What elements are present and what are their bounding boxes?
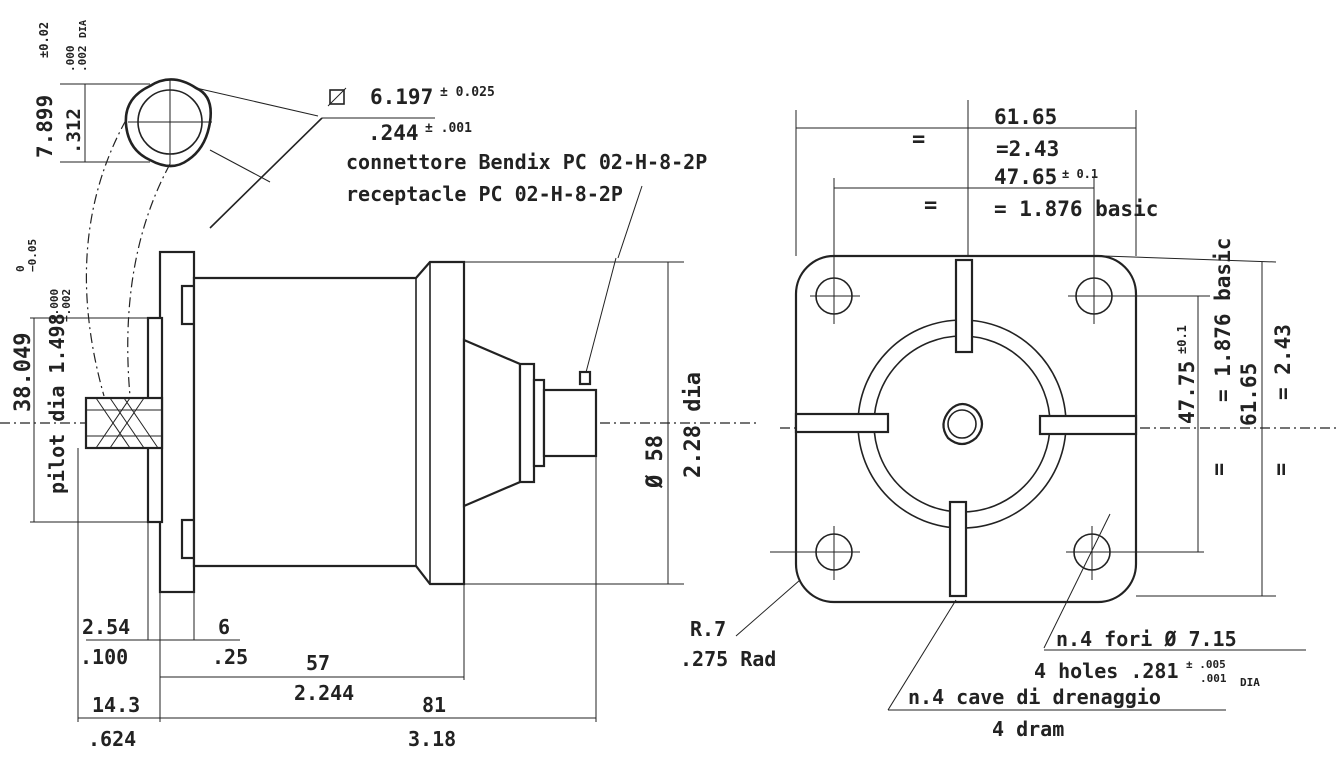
square-in: .244 [368,121,419,145]
pilot-dia-mm: 38.049 [11,333,36,412]
drain-line2: 4 dram [992,717,1064,741]
side-bolt-eq: = [1207,463,1232,476]
dim-d4-mm: 14.3 [92,693,140,717]
flange-width-in: =2.43 [996,137,1059,161]
holes-tol-lower: .001 [1200,672,1227,685]
pilot-tol-mm-lower: −0.05 [26,239,39,272]
pilot-tol-in-lower: −.002 [60,289,73,322]
side-width-mm: 61.65 [1237,363,1261,426]
shaft-dia-mm: 7.899 [33,95,57,158]
flange-bolt-tol: ± 0.1 [1062,167,1098,181]
flange-width-mm: 61.65 [994,105,1057,129]
body-dia-in: 2.28 dia [681,372,706,478]
square-tol-mm: ± 0.025 [440,85,495,100]
drain-line1: n.4 cave di drenaggio [908,685,1161,709]
corner-radius-in: .275 Rad [680,647,776,671]
corner-radius-mm: R.7 [690,617,726,641]
shaft-dia-in: .312 [63,108,85,154]
flange-width-eq: = [912,127,925,152]
motor-side-view [0,119,760,722]
shaft-tol-in-upper: .000 [64,46,77,73]
dim-d5-mm: 81 [422,693,446,717]
pilot-tol-mm-upper: 0 [14,265,27,272]
dim-d2-in: .25 [212,645,248,669]
holes-suffix: DIA [1240,676,1260,689]
dim-d1-mm: 2.54 [82,615,130,639]
side-bolt-tol: ±0.1 [1175,325,1189,354]
shaft-end-view [60,78,435,229]
flange-bolt-eq: = [924,193,937,218]
side-bolt-mm: 47.75 [1175,361,1199,424]
holes-line2: 4 holes .281 [1034,659,1179,683]
shaft-tol-in-lower: .002 [76,46,89,73]
flange-bolt-mm: 47.65 [994,165,1057,189]
side-bolt-in: = 1.876 basic [1211,238,1235,402]
square-mm: 6.197 [370,85,433,109]
dim-d5-in: 3.18 [408,727,456,751]
holes-tol-upper: ± .005 [1186,658,1226,671]
connector-line2: receptacle PC 02-H-8-2P [346,182,623,206]
pilot-tol-in-upper: +.000 [48,289,61,322]
dim-d4-in: .624 [88,727,136,751]
connector-line1: connettore Bendix PC 02-H-8-2P [346,150,707,174]
dim-d3-in: 2.244 [294,681,354,705]
square-symbol-icon [329,89,345,105]
side-width-in: = 2.43 [1271,324,1295,400]
shaft-tol-mm: ±0.02 [37,22,51,58]
shaft-tol-in-suffix: DIA [78,20,89,38]
flange-front-view [735,100,1336,711]
flange-bolt-in: = 1.876 basic [994,197,1158,221]
holes-line1: n.4 fori Ø 7.15 [1056,627,1237,651]
side-width-eq: = [1269,463,1294,476]
dim-d1-in: .100 [80,645,128,669]
pilot-dia-in: pilot dia 1.498 [45,313,69,494]
dim-d2-mm: 6 [218,615,230,639]
square-tol-in: ± .001 [425,121,472,136]
dim-d3-mm: 57 [306,651,330,675]
body-dia-mm: Ø 58 [643,435,668,489]
